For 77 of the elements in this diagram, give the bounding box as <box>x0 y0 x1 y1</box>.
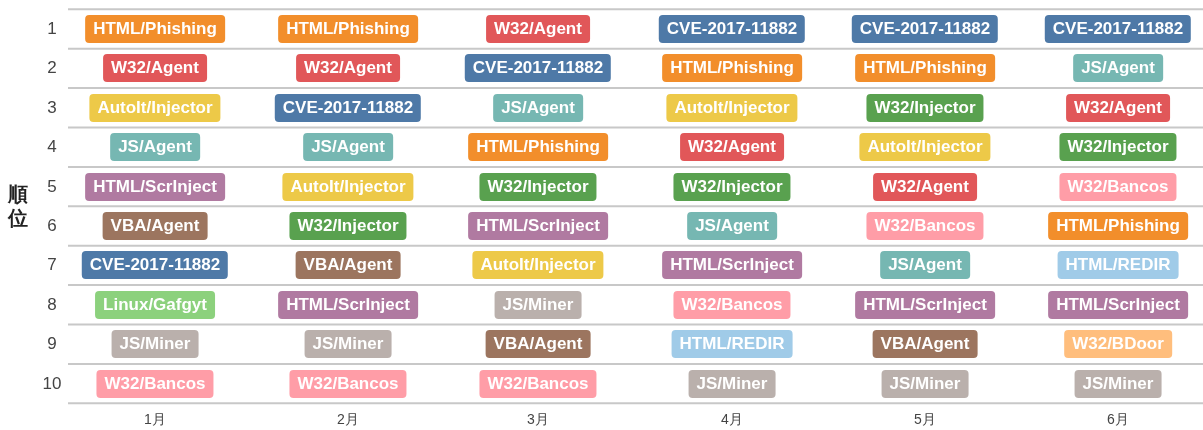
category-tag: AutoIt/Injector <box>666 93 798 122</box>
category-tag: JS/Agent <box>1073 54 1163 83</box>
month-label: 1月 <box>144 411 166 429</box>
category-tag: W32/Injector <box>479 172 597 201</box>
category-tag: HTML/ScrInject <box>468 212 608 240</box>
category-tag: HTML/ScrInject <box>1048 290 1188 319</box>
rank-number: 6 <box>47 216 57 236</box>
category-tag: JS/Miner <box>881 369 969 398</box>
category-tag: VBA/Agent <box>485 330 591 359</box>
month-label: 2月 <box>337 411 359 429</box>
category-tag: AutoIt/Injector <box>282 172 414 201</box>
category-tag: JS/Miner <box>494 290 582 319</box>
category-tag: W32/Agent <box>680 133 784 162</box>
category-tag: W32/Agent <box>486 15 590 43</box>
category-tag: VBA/Agent <box>295 251 401 280</box>
category-tag: W32/Injector <box>1059 133 1177 162</box>
month-label: 5月 <box>914 411 936 429</box>
category-tag: W32/Bancos <box>289 369 407 398</box>
axis-title: 順位 <box>7 182 29 230</box>
category-tag: HTML/REDIR <box>1057 251 1179 280</box>
rank-number: 8 <box>47 294 57 315</box>
category-tag: CVE-2017-11882 <box>851 15 999 43</box>
rank-number: 9 <box>47 334 57 355</box>
rank-number: 7 <box>47 255 57 276</box>
category-tag: JS/Miner <box>1074 369 1162 398</box>
month-label: 3月 <box>527 411 549 429</box>
category-tag: W32/Bancos <box>1059 172 1177 201</box>
category-tag: W32/Injector <box>673 172 791 201</box>
rank-number: 5 <box>47 176 57 197</box>
category-tag: W32/Agent <box>296 54 400 83</box>
category-tag: W32/Bancos <box>673 290 791 319</box>
category-tag: HTML/ScrInject <box>85 172 225 201</box>
category-tag: W32/Agent <box>103 54 207 83</box>
category-tag: HTML/Phishing <box>1048 212 1188 240</box>
category-tag: HTML/Phishing <box>278 15 418 43</box>
category-tag: W32/Bancos <box>479 369 597 398</box>
category-tag: HTML/Phishing <box>468 133 608 162</box>
category-tag: AutoIt/Injector <box>89 93 221 122</box>
category-tag: VBA/Agent <box>102 212 208 240</box>
category-tag: JS/Miner <box>111 330 199 359</box>
category-tag: JS/Agent <box>303 133 393 162</box>
category-tag: CVE-2017-11882 <box>1044 15 1192 43</box>
category-tag: HTML/REDIR <box>671 330 793 359</box>
category-tag: CVE-2017-11882 <box>81 251 229 280</box>
category-tag: Linux/Gafgyt <box>95 290 215 319</box>
category-tag: JS/Miner <box>304 330 392 359</box>
category-tag: HTML/Phishing <box>855 54 995 83</box>
category-tag: CVE-2017-11882 <box>658 15 806 43</box>
category-tag: AutoIt/Injector <box>859 133 991 162</box>
rank-number: 3 <box>47 97 57 118</box>
category-tag: W32/Injector <box>289 212 407 240</box>
category-tag: JS/Miner <box>688 369 776 398</box>
category-tag: JS/Agent <box>687 212 777 240</box>
category-tag: HTML/ScrInject <box>662 251 802 280</box>
category-tag: AutoIt/Injector <box>472 251 604 280</box>
category-tag: HTML/ScrInject <box>855 290 995 319</box>
category-tag: HTML/ScrInject <box>278 290 418 319</box>
category-tag: HTML/Phishing <box>85 15 225 43</box>
category-tag: JS/Agent <box>493 93 583 122</box>
category-tag: W32/Bancos <box>866 212 984 240</box>
rank-number: 10 <box>42 373 62 394</box>
category-tag: W32/BDoor <box>1064 330 1172 359</box>
rank-number: 1 <box>47 19 57 39</box>
month-label: 6月 <box>1107 411 1129 429</box>
category-tag: HTML/Phishing <box>662 54 802 83</box>
category-tag: VBA/Agent <box>872 330 978 359</box>
category-tag: W32/Agent <box>873 172 977 201</box>
category-tag: W32/Agent <box>1066 93 1170 122</box>
category-tag: JS/Agent <box>110 133 200 162</box>
category-tag: JS/Agent <box>880 251 970 280</box>
rank-number: 2 <box>47 58 57 79</box>
category-tag: W32/Injector <box>866 93 984 122</box>
category-tag: CVE-2017-11882 <box>274 93 422 122</box>
month-label: 4月 <box>721 411 743 429</box>
category-tag: W32/Bancos <box>96 369 214 398</box>
rank-number: 4 <box>47 137 57 158</box>
category-tag: CVE-2017-11882 <box>464 54 612 83</box>
